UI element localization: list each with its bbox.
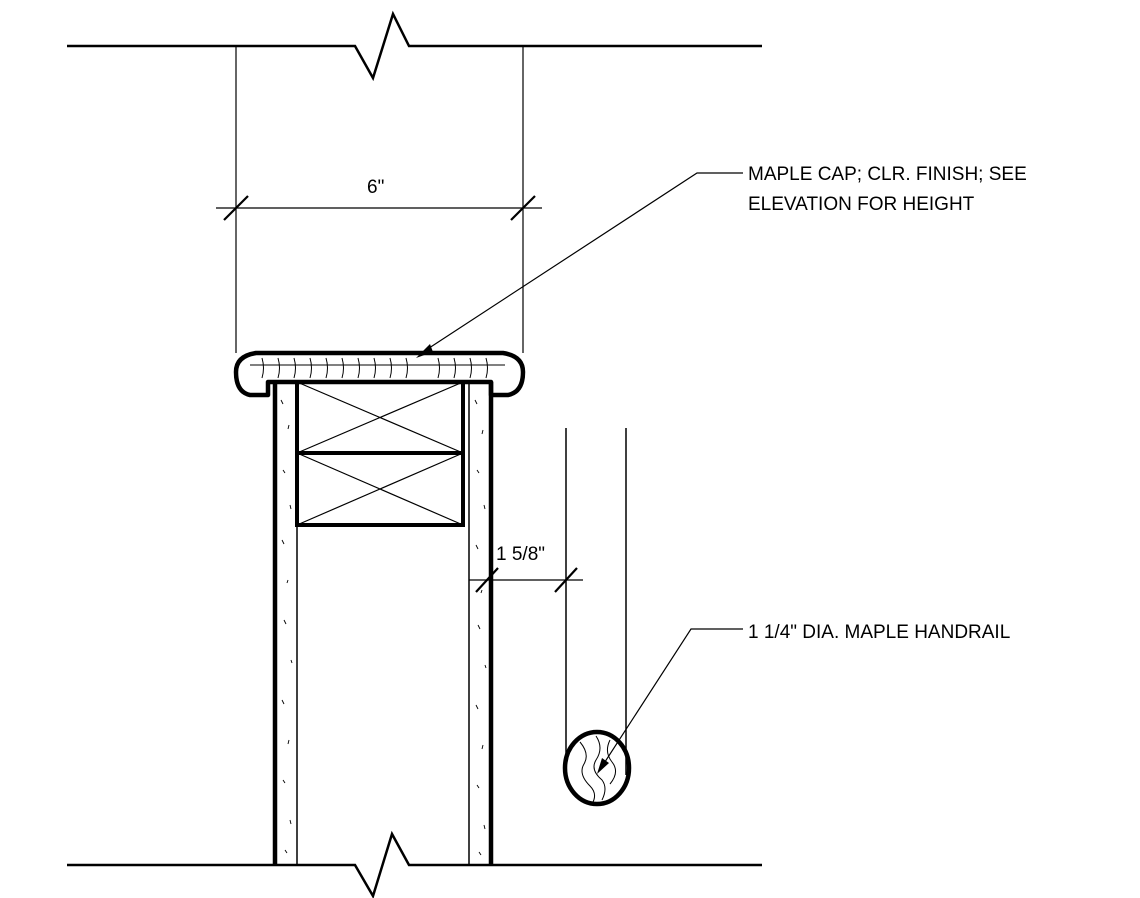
handrail-clearance-label: 1 5/8" bbox=[496, 544, 545, 565]
cap-projection-lines bbox=[235, 46, 524, 353]
handrail-lines bbox=[565, 428, 627, 775]
bottom-break-line bbox=[67, 830, 762, 898]
top-break-line bbox=[67, 10, 762, 82]
handrail-clearance-dimension bbox=[469, 567, 583, 593]
maple-cap bbox=[233, 350, 526, 398]
handrail-section bbox=[562, 729, 632, 807]
cap-callout-line2: ELEVATION FOR HEIGHT bbox=[748, 194, 975, 215]
wood-blocking bbox=[295, 380, 465, 527]
cap-width-label: 6" bbox=[367, 177, 384, 198]
gypsum-board-stipple bbox=[280, 399, 487, 856]
wall-outer-lines bbox=[272, 382, 494, 866]
cap-leader bbox=[416, 172, 743, 358]
cap-width-dimension bbox=[216, 195, 542, 221]
handrail-leader bbox=[597, 628, 743, 774]
handrail-callout: 1 1/4" DIA. MAPLE HANDRAIL bbox=[748, 622, 1010, 643]
wood-grain-hatch bbox=[261, 357, 488, 379]
cap-callout-line1: MAPLE CAP; CLR. FINISH; SEE bbox=[748, 164, 1027, 185]
